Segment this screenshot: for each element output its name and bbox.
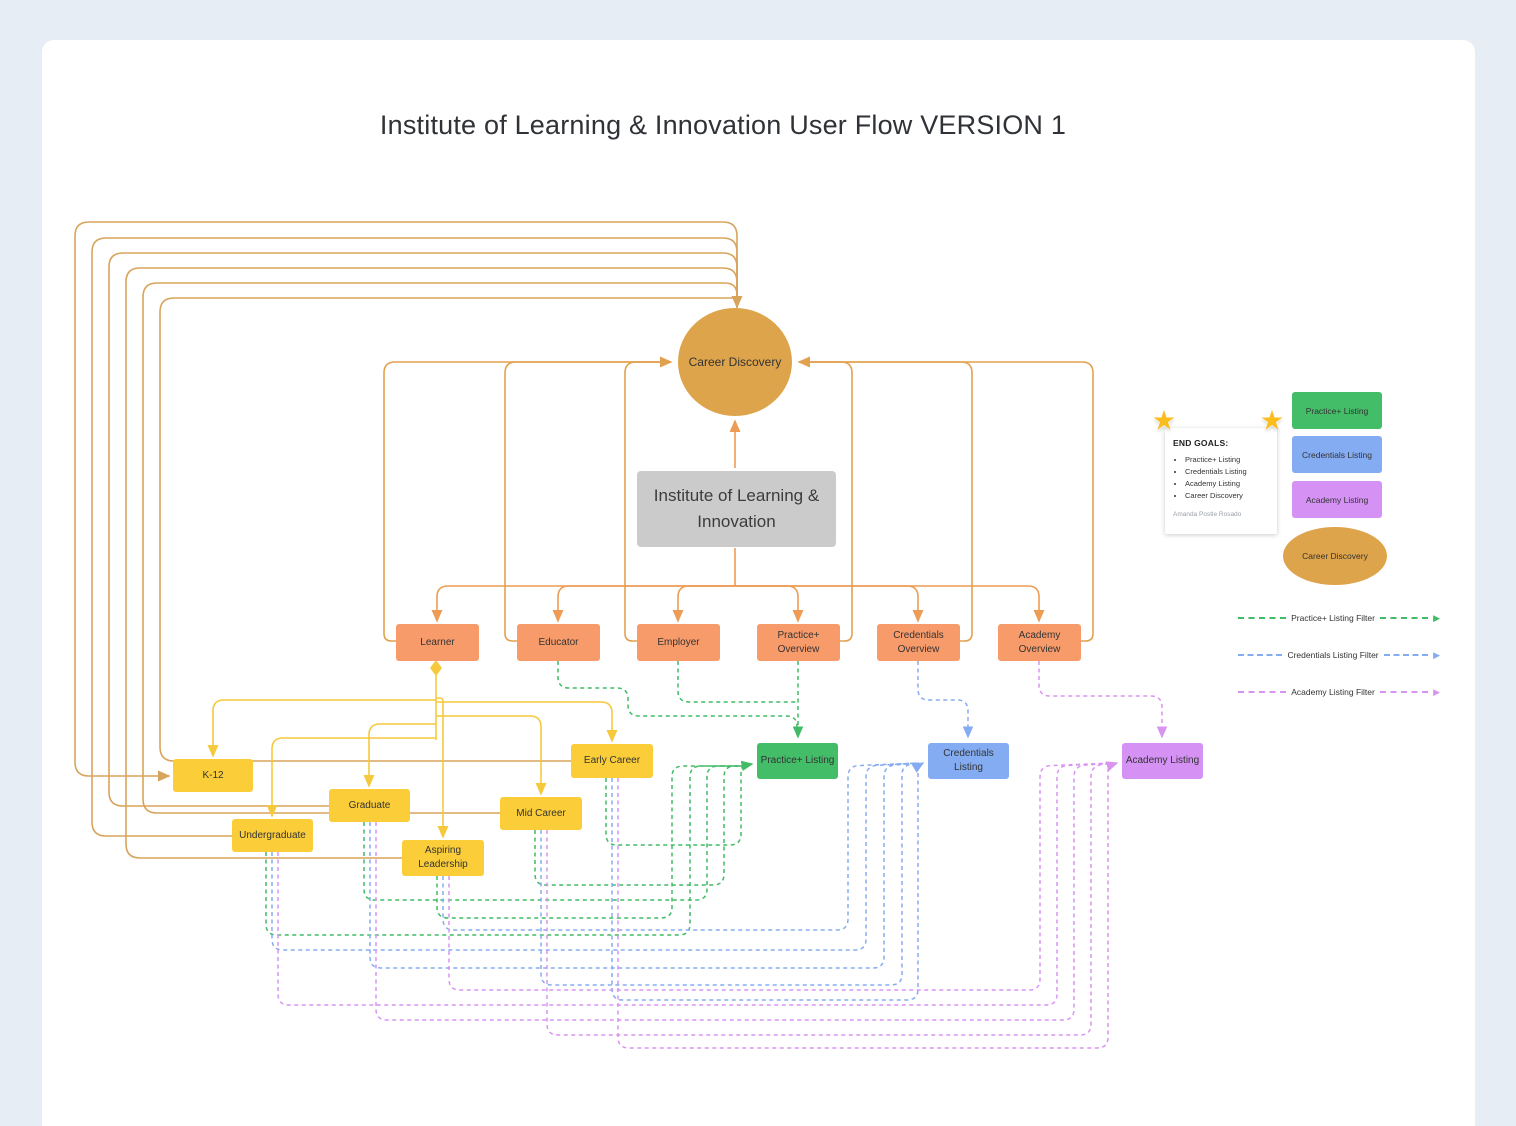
dashed-line [1238,654,1283,656]
dashed-line [1379,691,1429,693]
dashed-line [1379,617,1429,619]
node-institute[interactable]: Institute of Learning & Innovation [637,471,836,547]
node-credentials-listing[interactable]: Credentials Listing [928,743,1009,779]
end-goal-item: Practice+ Listing [1185,455,1269,464]
legend-academy-listing[interactable]: Academy Listing [1292,481,1382,518]
node-early-career[interactable]: Early Career [571,744,653,778]
node-k12[interactable]: K-12 [173,759,253,792]
legend-credentials-listing[interactable]: Credentials Listing [1292,436,1382,473]
node-educator[interactable]: Educator [517,624,600,661]
dashed-line [1238,691,1287,693]
node-academy-overview[interactable]: Academy Overview [998,624,1081,661]
legend-academy-filter[interactable]: Academy Listing Filter ▶ [1238,685,1440,699]
node-employer[interactable]: Employer [637,624,720,661]
legend-career-discovery[interactable]: Career Discovery [1283,527,1387,585]
end-goal-item: Academy Listing [1185,479,1269,488]
end-goals-note[interactable]: END GOALS: Practice+ Listing Credentials… [1165,428,1277,534]
legend-practice-listing[interactable]: Practice+ Listing [1292,392,1382,429]
legend-practice-filter[interactable]: Practice+ Listing Filter ▶ [1238,611,1440,625]
dashed-line [1238,617,1287,619]
end-goal-item: Credentials Listing [1185,467,1269,476]
diagram-title: Institute of Learning & Innovation User … [379,110,1067,140]
arrow-right-icon: ▶ [1433,686,1441,697]
node-academy-listing[interactable]: Academy Listing [1122,743,1203,779]
node-undergraduate[interactable]: Undergraduate [232,819,313,852]
node-credentials-overview[interactable]: Credentials Overview [877,624,960,661]
dashed-line [1383,654,1429,656]
star-icon[interactable]: ★ [1259,405,1285,436]
node-learner[interactable]: Learner [396,624,479,661]
star-icon[interactable]: ★ [1151,405,1177,436]
legend-credentials-filter[interactable]: Credentials Listing Filter ▶ [1238,648,1440,662]
node-graduate[interactable]: Graduate [329,789,410,822]
arrow-right-icon: ▶ [1433,649,1441,660]
node-practice-listing[interactable]: Practice+ Listing [757,743,838,779]
end-goal-item: Career Discovery [1185,491,1269,500]
node-mid-career[interactable]: Mid Career [500,797,582,830]
node-practice-overview[interactable]: Practice+ Overview [757,624,840,661]
node-career-discovery[interactable]: Career Discovery [678,308,792,416]
whiteboard-canvas [42,40,1475,1126]
node-aspiring-leadership[interactable]: Aspiring Leadership [402,840,484,876]
end-goals-list: Practice+ Listing Credentials Listing Ac… [1173,455,1269,500]
note-author: Amanda Postle Rosado [1173,511,1242,518]
end-goals-heading: END GOALS: [1173,438,1229,448]
arrow-right-icon: ▶ [1433,612,1440,623]
